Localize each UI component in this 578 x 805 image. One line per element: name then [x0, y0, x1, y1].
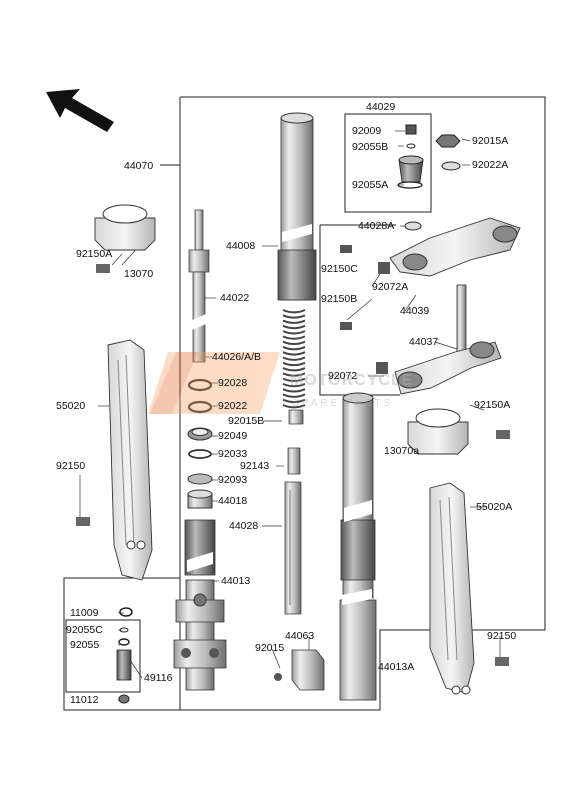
part-label-44063: 44063 [285, 630, 315, 642]
part-label-55020: 55020 [56, 400, 86, 412]
part-label-44037: 44037 [409, 336, 439, 348]
part-label-11009: 11009 [70, 607, 99, 619]
front-direction-arrow-icon [46, 89, 114, 132]
part-label-44028a: 44028A [358, 220, 395, 232]
part-label-92049: 92049 [218, 430, 248, 442]
upper-triple-clamp [340, 217, 521, 330]
part-label-92150a-right: 92150A [474, 399, 511, 411]
part-label-13070: 13070 [124, 268, 154, 280]
part-label-92150b: 92150B [321, 293, 358, 305]
lower-triple-clamp [376, 284, 502, 395]
inner-slide-tube [284, 481, 302, 615]
part-label-55020a: 55020A [476, 501, 513, 513]
handlebar-holder-right [407, 408, 510, 455]
part-label-92072a: 92072A [372, 281, 409, 293]
part-label-44013: 44013 [221, 575, 251, 587]
part-label-44028: 44028 [229, 520, 259, 532]
part-label-92055: 92055 [70, 639, 100, 651]
part-label-49116: 49116 [144, 672, 173, 684]
handlebar-holder-left [94, 204, 156, 273]
part-label-92150-right: 92150 [487, 630, 517, 642]
stem-nut [435, 134, 461, 171]
part-label-44008: 44008 [226, 240, 256, 252]
assembly-outline [63, 96, 546, 711]
part-label-44013a: 44013A [378, 661, 415, 673]
fork-top-cap [397, 124, 424, 231]
fork-guard-right [429, 482, 509, 695]
part-label-92143: 92143 [240, 460, 270, 472]
damper-rod [188, 209, 210, 363]
part-label-92015a: 92015A [472, 135, 509, 147]
outer-tube-right [339, 392, 377, 701]
fork-spring [282, 309, 306, 409]
part-label-92033: 92033 [218, 448, 248, 460]
part-label-13070a: 13070a [384, 445, 420, 457]
part-label-92150-left: 92150 [56, 460, 86, 472]
part-label-92055c: 92055C [66, 624, 103, 636]
part-label-44029: 44029 [366, 101, 396, 113]
watermark-text-primary: MOTORCYCLE [290, 372, 414, 389]
seal-stack [187, 378, 213, 509]
part-label-44026-a-b: 44026/A/B [212, 351, 262, 363]
watermark-logo [148, 352, 280, 414]
part-label-44039: 44039 [400, 305, 430, 317]
lower-fork-leg-left [173, 519, 227, 691]
upper-fork-tube [277, 112, 317, 301]
part-label-92015: 92015 [255, 642, 285, 654]
part-label-11012: 11012 [70, 694, 99, 706]
part-label-92150c: 92150C [321, 263, 358, 275]
part-label-44022: 44022 [220, 292, 250, 304]
part-label-92093: 92093 [218, 474, 248, 486]
part-label-44018: 44018 [218, 495, 248, 507]
part-label-92150a-left: 92150A [76, 248, 113, 260]
part-label-92015b: 92015B [228, 415, 265, 427]
axle-clamp [274, 649, 325, 691]
part-label-44070: 44070 [124, 160, 154, 172]
fork-guard-left [76, 339, 153, 581]
part-label-92028: 92028 [218, 377, 248, 389]
part-label-92009: 92009 [352, 125, 382, 137]
part-label-92072: 92072 [328, 370, 358, 382]
part-label-92022a: 92022A [472, 159, 509, 171]
part-label-92055b: 92055B [352, 141, 389, 153]
part-label-92022: 92022 [218, 400, 248, 412]
watermark-text-secondary: SPARE PARTS [292, 398, 394, 409]
spring-spacer [287, 409, 304, 475]
part-label-92055a: 92055A [352, 179, 389, 191]
fork-valve-parts [116, 607, 133, 704]
